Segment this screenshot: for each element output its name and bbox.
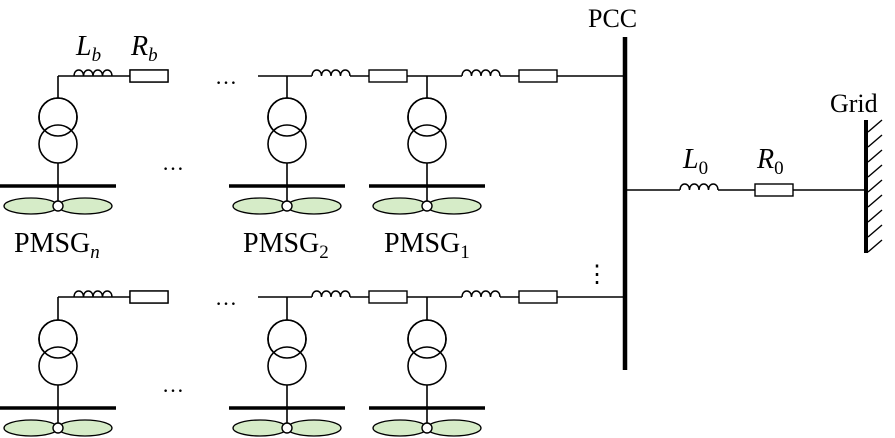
- l0-label: L0: [682, 144, 708, 179]
- top-turbine-ellipsis: …: [162, 150, 184, 175]
- turbine-bottom-1: [367, 318, 487, 438]
- pmsg-2-label: PMSG2: [243, 228, 329, 263]
- pcc-label: PCC: [588, 4, 637, 33]
- turbine-pmsg-1: [367, 96, 487, 216]
- r0-resistor: [754, 183, 794, 197]
- pmsg-1-label: PMSG1: [384, 228, 470, 263]
- lb-label: Lb: [75, 31, 101, 66]
- lb-inductor: [73, 69, 113, 77]
- grid-symbol: [864, 119, 883, 253]
- bottom-turbine-ellipsis: …: [162, 372, 184, 397]
- grid-label: Grid: [830, 89, 878, 118]
- turbine-bottom-n: [0, 318, 118, 438]
- turbine-bottom-2: [227, 318, 347, 438]
- top-feeder-ellipsis: …: [215, 64, 237, 89]
- turbine-pmsg-2: [227, 96, 347, 216]
- bottom-feeder-ellipsis: …: [215, 285, 237, 310]
- r0-label: R0: [756, 144, 784, 179]
- l0-inductor: [679, 183, 719, 191]
- feeders-vertical-ellipsis: ⋮: [585, 262, 609, 288]
- turbine-pmsg-n: [0, 96, 118, 216]
- rb-label: Rb: [130, 31, 158, 66]
- pmsg-n-label: PMSGn: [14, 228, 100, 263]
- grid-branch: [625, 183, 866, 197]
